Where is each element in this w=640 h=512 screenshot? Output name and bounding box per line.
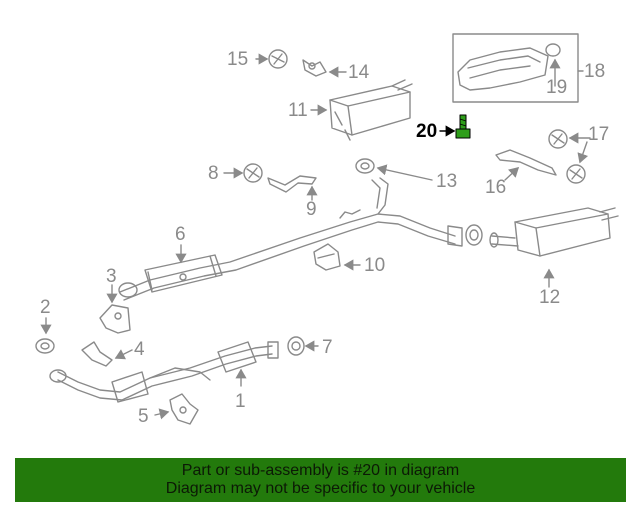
tail-muffler-12-part [489, 207, 619, 257]
gasket-13-part [355, 158, 483, 246]
callout-5: 5 [138, 406, 149, 427]
callout-3: 3 [106, 266, 117, 287]
gasket-2-part [35, 338, 55, 354]
callout-15: 15 [227, 49, 249, 70]
insulators-17-part [548, 129, 586, 184]
hanger-9-part [267, 175, 317, 193]
muffler-11-part [329, 79, 413, 141]
callout-14: 14 [348, 62, 370, 83]
callout-1: 1 [235, 391, 246, 412]
callout-7: 7 [322, 337, 333, 358]
leader-lines [40, 53, 591, 420]
bracket-5-part [169, 393, 199, 425]
bracket-4-part [81, 341, 113, 367]
notice-line-2: Diagram may not be specific to your vehi… [165, 480, 476, 497]
callout-12: 12 [539, 287, 561, 308]
callout-9: 9 [306, 199, 317, 220]
flange-part [118, 282, 138, 298]
notice-line-1: Part or sub-assembly is #20 in diagram [181, 462, 460, 479]
insulator-8-part [243, 163, 263, 183]
callout-6: 6 [175, 224, 186, 245]
exhaust-system-diagram [35, 33, 619, 425]
front-pipe-1-part [49, 341, 279, 403]
bracket-14-part [302, 59, 327, 77]
callout-19: 19 [546, 77, 568, 98]
bolt-20-part [455, 114, 471, 139]
callout-17: 17 [588, 124, 610, 145]
heat-shield-part [452, 33, 579, 103]
callout-20: 20 [416, 121, 438, 142]
center-pipe-part [119, 177, 463, 301]
diagram-notice-banner: Part or sub-assembly is #20 in diagram D… [15, 458, 626, 502]
callout-2: 2 [40, 297, 51, 318]
insulator-10-part [313, 243, 341, 271]
insulator-15-part [268, 49, 288, 69]
bracket-16-part [495, 149, 557, 176]
callout-13: 13 [436, 171, 458, 192]
bracket-3-part [99, 304, 131, 334]
callout-16: 16 [485, 177, 507, 198]
callout-10: 10 [364, 255, 386, 276]
callout-8: 8 [208, 163, 219, 184]
callout-4: 4 [134, 339, 145, 360]
callout-11: 11 [288, 100, 308, 121]
gasket-7-part [287, 336, 305, 356]
callout-18: 18 [584, 61, 606, 82]
